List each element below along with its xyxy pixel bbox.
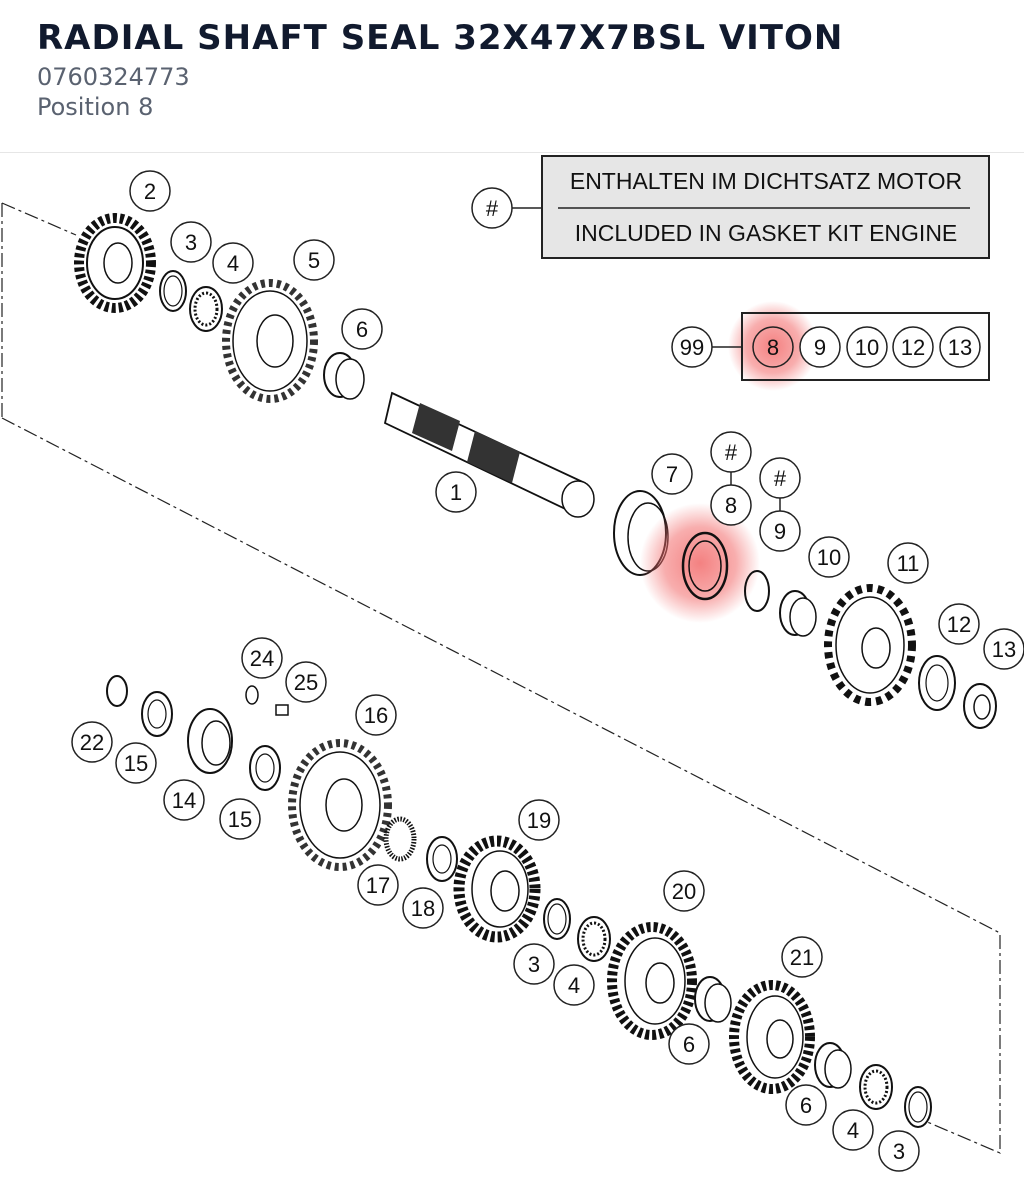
part-18-washer[interactable] bbox=[426, 836, 458, 882]
callout-6[interactable]: 6 bbox=[356, 317, 368, 342]
part-25-screw[interactable] bbox=[275, 704, 289, 716]
page-title: RADIAL SHAFT SEAL 32X47X7BSL VITON bbox=[37, 18, 844, 58]
callout-15b[interactable]: 15 bbox=[228, 807, 252, 832]
callout-1[interactable]: 1 bbox=[450, 480, 462, 505]
part-6-bushing-c[interactable] bbox=[814, 1042, 852, 1089]
callout-5[interactable]: 5 bbox=[308, 248, 320, 273]
callout-11[interactable]: 11 bbox=[897, 551, 920, 576]
callout-19[interactable]: 19 bbox=[527, 808, 551, 833]
callout-4b[interactable]: 4 bbox=[568, 973, 580, 998]
part-13-nut[interactable] bbox=[963, 683, 997, 729]
kit-item-9[interactable]: 9 bbox=[814, 335, 826, 360]
diagram-canvas: ENTHALTEN IM DICHTSATZ MOTOR INCLUDED IN… bbox=[1, 155, 1024, 1172]
assembly-frame bbox=[1, 202, 1001, 1154]
part-12-washer[interactable] bbox=[918, 655, 956, 711]
callout-3c[interactable]: 3 bbox=[893, 1139, 905, 1164]
kit-box: 99 8 9 10 12 13 bbox=[671, 301, 990, 391]
callouts bbox=[71, 170, 1024, 1172]
part-5-gear[interactable] bbox=[222, 279, 318, 403]
callout-4c[interactable]: 4 bbox=[847, 1118, 859, 1143]
position-label: Position 8 bbox=[37, 93, 154, 121]
callout-17[interactable]: 17 bbox=[366, 873, 390, 898]
callout-25[interactable]: 25 bbox=[294, 670, 318, 695]
part-21-gear[interactable] bbox=[729, 980, 815, 1094]
callout-4[interactable]: 4 bbox=[227, 251, 239, 276]
part-24-washer[interactable] bbox=[245, 685, 259, 705]
part-10-bushing[interactable] bbox=[779, 590, 817, 637]
callout-13[interactable]: 13 bbox=[992, 637, 1016, 662]
callout-6b[interactable]: 6 bbox=[683, 1032, 695, 1057]
part-19-gear[interactable] bbox=[453, 835, 541, 943]
callout-3[interactable]: 3 bbox=[185, 230, 197, 255]
kit-item-13[interactable]: 13 bbox=[948, 335, 972, 360]
seal-highlight bbox=[640, 503, 760, 623]
kit-number: 99 bbox=[680, 335, 704, 360]
exploded-diagram: ENTHALTEN IM DICHTSATZ MOTOR INCLUDED IN… bbox=[0, 153, 1024, 1177]
part-4-bearing[interactable] bbox=[189, 286, 223, 332]
legend-line-de: ENTHALTEN IM DICHTSATZ MOTOR bbox=[570, 168, 962, 194]
callout-7[interactable]: 7 bbox=[666, 462, 678, 487]
callout-20[interactable]: 20 bbox=[672, 879, 696, 904]
callout-hash-8: # bbox=[725, 440, 738, 465]
kit-item-12[interactable]: 12 bbox=[901, 335, 925, 360]
callout-14[interactable]: 14 bbox=[172, 788, 196, 813]
part-17-needle-bearing[interactable] bbox=[383, 816, 417, 862]
part-15-washer-a[interactable] bbox=[141, 691, 173, 737]
callout-6c[interactable]: 6 bbox=[800, 1093, 812, 1118]
callout-16[interactable]: 16 bbox=[364, 703, 388, 728]
part-9-ring[interactable] bbox=[744, 570, 770, 612]
part-15-washer-b[interactable] bbox=[249, 745, 281, 791]
part-3-ring-b[interactable] bbox=[543, 898, 571, 940]
page-header: RADIAL SHAFT SEAL 32X47X7BSL VITON 07603… bbox=[0, 0, 1024, 153]
callout-3b[interactable]: 3 bbox=[528, 952, 540, 977]
kit-item-10[interactable]: 10 bbox=[855, 335, 879, 360]
part-22-circlip[interactable] bbox=[106, 675, 128, 707]
part-number: 0760324773 bbox=[37, 63, 190, 91]
part-4-bearing-c[interactable] bbox=[859, 1064, 893, 1110]
legend-line-en: INCLUDED IN GASKET KIT ENGINE bbox=[575, 220, 958, 246]
callout-labels: 2 3 4 5 6 1 7 # 8 # 9 10 11 12 13 24 25 … bbox=[80, 179, 1016, 1164]
kit-highlight bbox=[728, 301, 818, 391]
part-3-ring[interactable] bbox=[159, 270, 187, 312]
part-6-bushing[interactable] bbox=[323, 352, 365, 400]
callout-9[interactable]: 9 bbox=[774, 519, 786, 544]
part-8-seal-highlighted[interactable] bbox=[640, 503, 760, 623]
callout-15a[interactable]: 15 bbox=[124, 751, 148, 776]
part-11-sprocket[interactable] bbox=[824, 584, 916, 706]
callout-8[interactable]: 8 bbox=[725, 493, 737, 518]
part-14-bearing[interactable] bbox=[187, 708, 233, 774]
callout-hash-9: # bbox=[774, 466, 787, 491]
kit-item-8[interactable]: 8 bbox=[767, 335, 779, 360]
part-6-bushing-b[interactable] bbox=[694, 976, 732, 1023]
callout-22[interactable]: 22 bbox=[80, 730, 104, 755]
part-3-ring-c[interactable] bbox=[904, 1086, 932, 1128]
callout-10[interactable]: 10 bbox=[817, 545, 841, 570]
part-1-shaft[interactable] bbox=[383, 391, 595, 518]
part-2-gear[interactable] bbox=[74, 213, 156, 313]
callout-12[interactable]: 12 bbox=[947, 612, 971, 637]
part-4-bearing-b[interactable] bbox=[577, 916, 611, 962]
legend-box: ENTHALTEN IM DICHTSATZ MOTOR INCLUDED IN… bbox=[471, 155, 990, 259]
part-16-gear[interactable] bbox=[288, 739, 392, 871]
callout-2[interactable]: 2 bbox=[144, 179, 156, 204]
part-20-gear[interactable] bbox=[607, 922, 697, 1040]
callout-24[interactable]: 24 bbox=[250, 646, 274, 671]
callout-21[interactable]: 21 bbox=[790, 945, 814, 970]
callout-18[interactable]: 18 bbox=[411, 896, 435, 921]
legend-symbol: # bbox=[486, 196, 499, 221]
